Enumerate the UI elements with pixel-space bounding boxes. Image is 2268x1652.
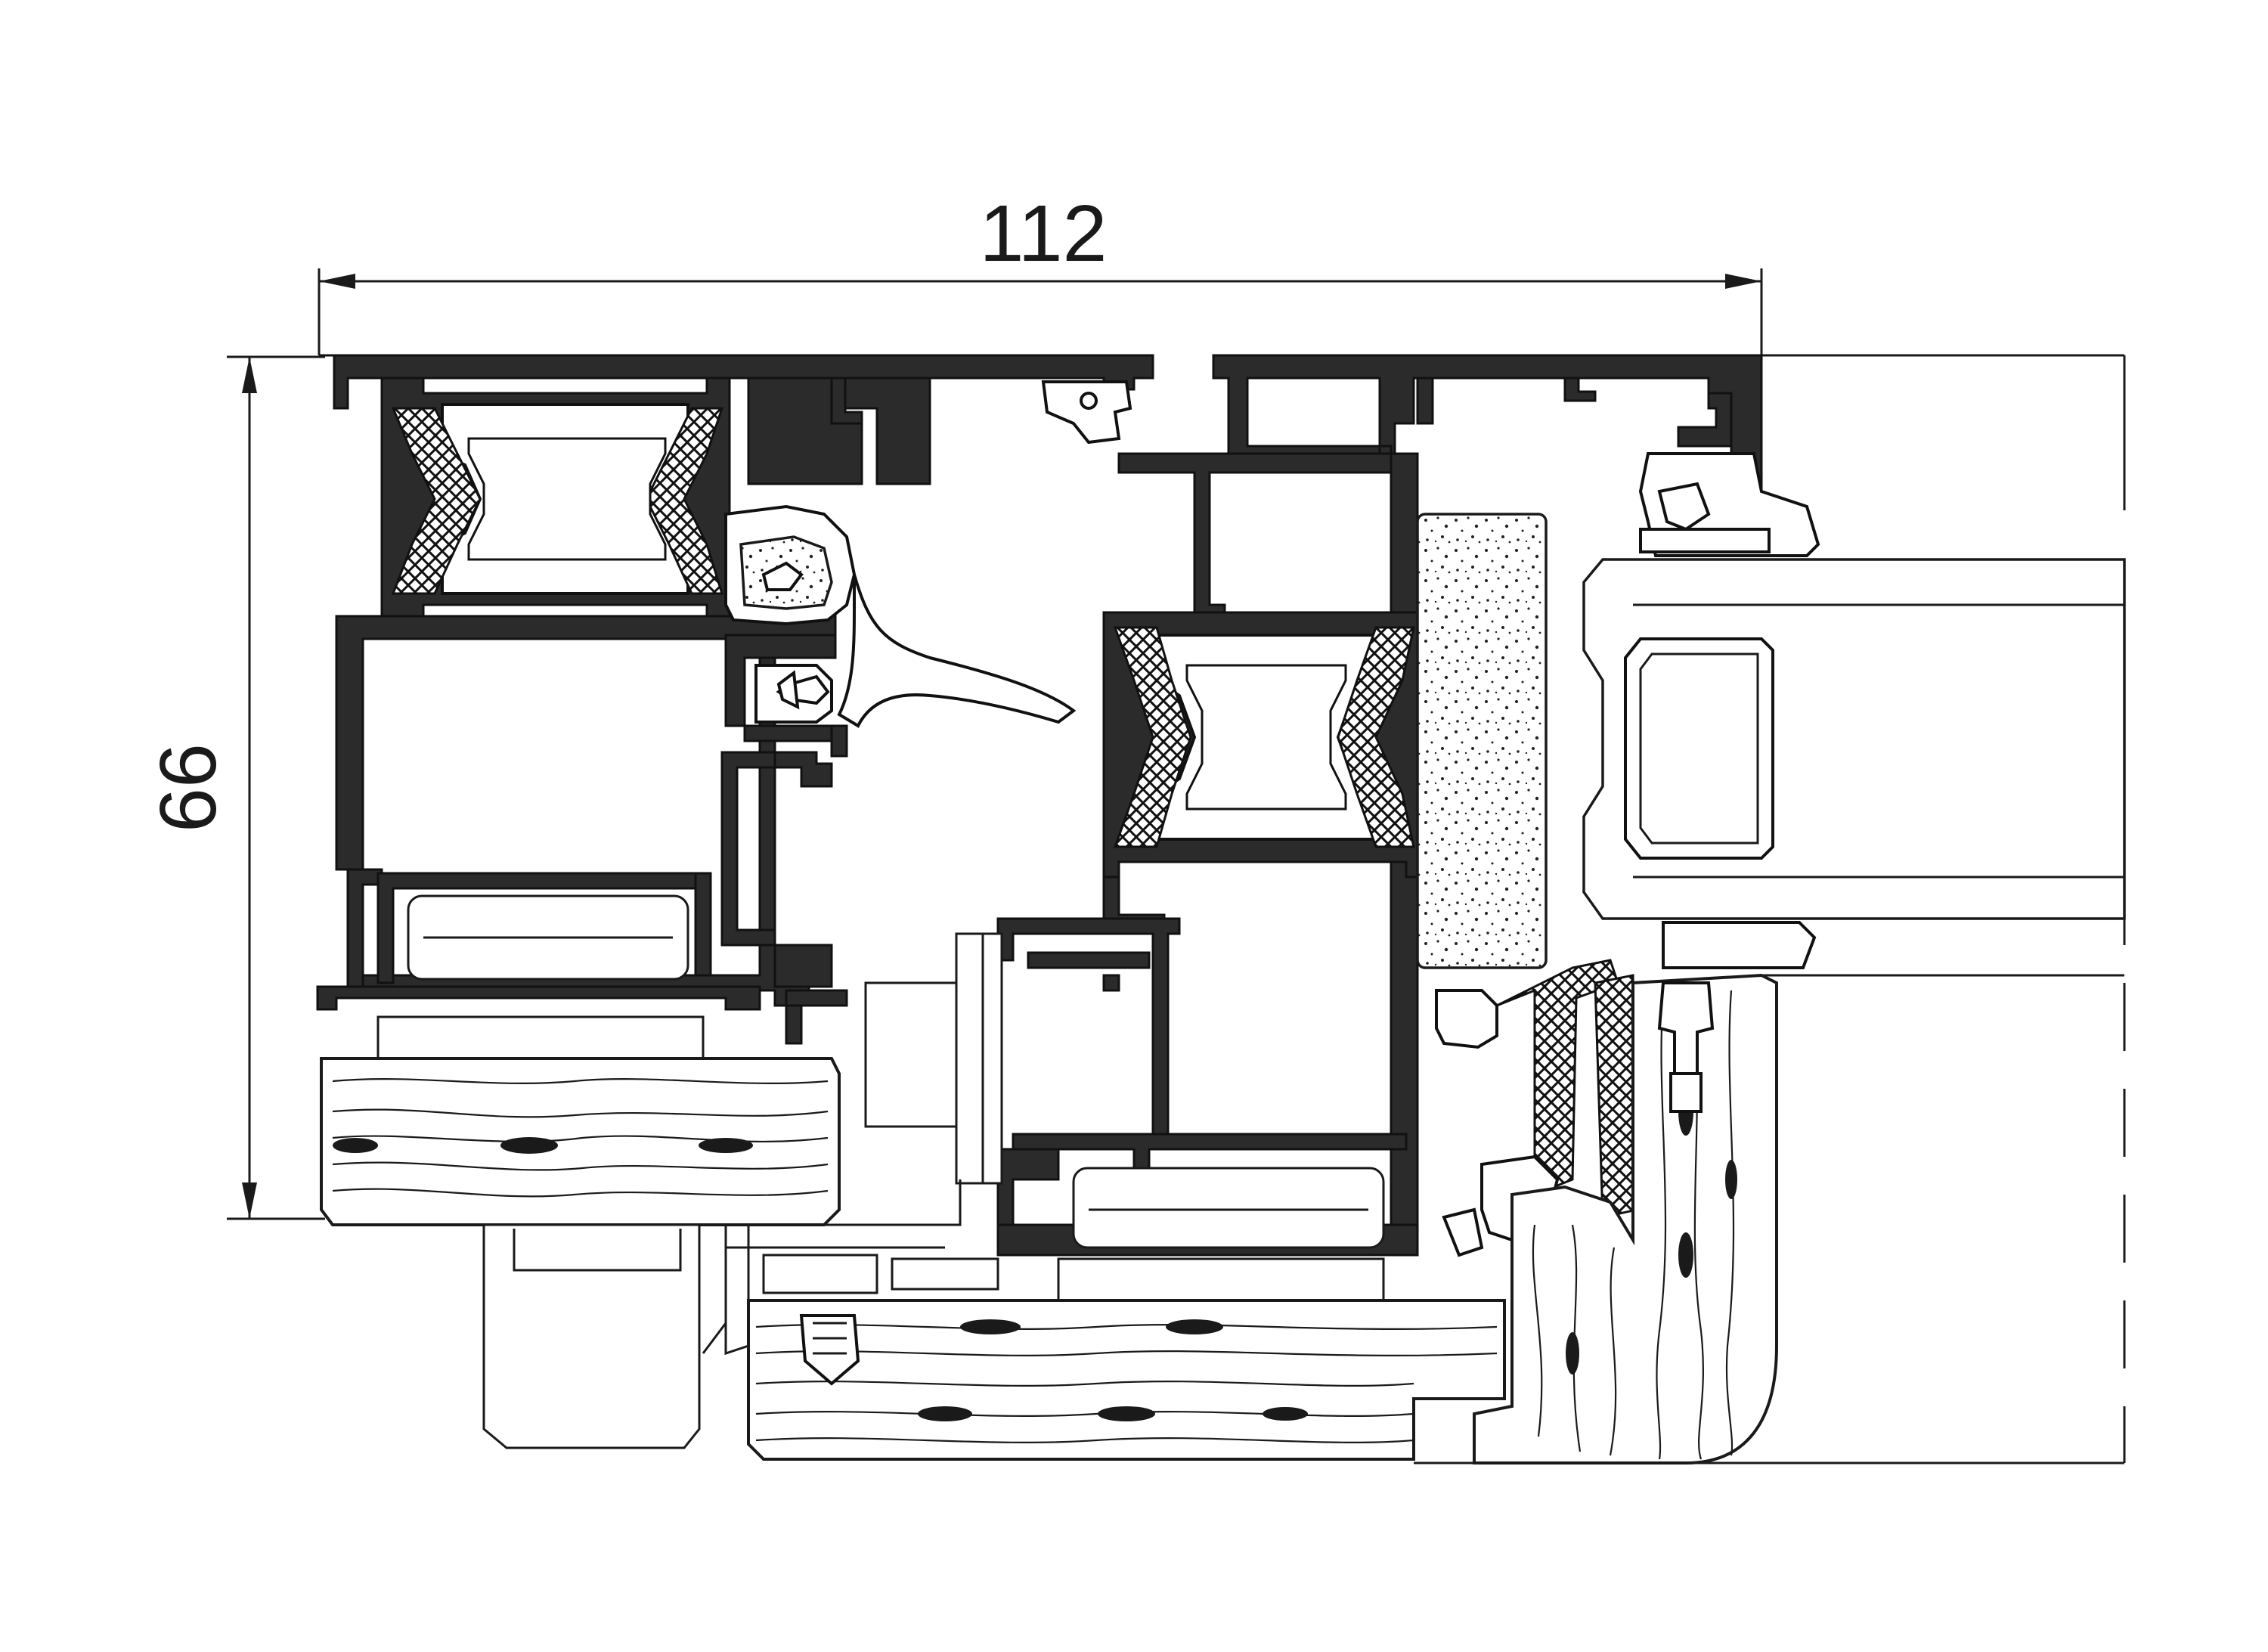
glass-pane bbox=[1582, 558, 2126, 920]
dimension-width: 112 bbox=[318, 189, 1763, 355]
dimension-height: 66 bbox=[144, 355, 325, 1220]
left-lower-profile-lines bbox=[702, 1223, 727, 1354]
bottom-edge-lines bbox=[1414, 1414, 1761, 1464]
right-sash-profile bbox=[996, 377, 1434, 1257]
width-dimension-label: 112 bbox=[980, 189, 1108, 278]
drip-handle bbox=[482, 1223, 701, 1449]
left-thermal-break bbox=[380, 377, 731, 618]
top-clip-gasket bbox=[1041, 380, 1132, 445]
insulation-foam-block bbox=[1416, 513, 1548, 969]
left-frame-profile bbox=[316, 615, 848, 1045]
wood-cladding-bottom bbox=[747, 1254, 1506, 1461]
hardware-blocks bbox=[724, 932, 1003, 1356]
wood-cladding-right bbox=[1473, 973, 1778, 1464]
glazing-gaskets bbox=[1638, 452, 1820, 969]
wood-cladding-left bbox=[320, 1057, 841, 1226]
centre-seal bbox=[724, 504, 1077, 758]
right-sash-lower-panel bbox=[1072, 1167, 1385, 1249]
height-dimension-label: 66 bbox=[144, 743, 233, 832]
